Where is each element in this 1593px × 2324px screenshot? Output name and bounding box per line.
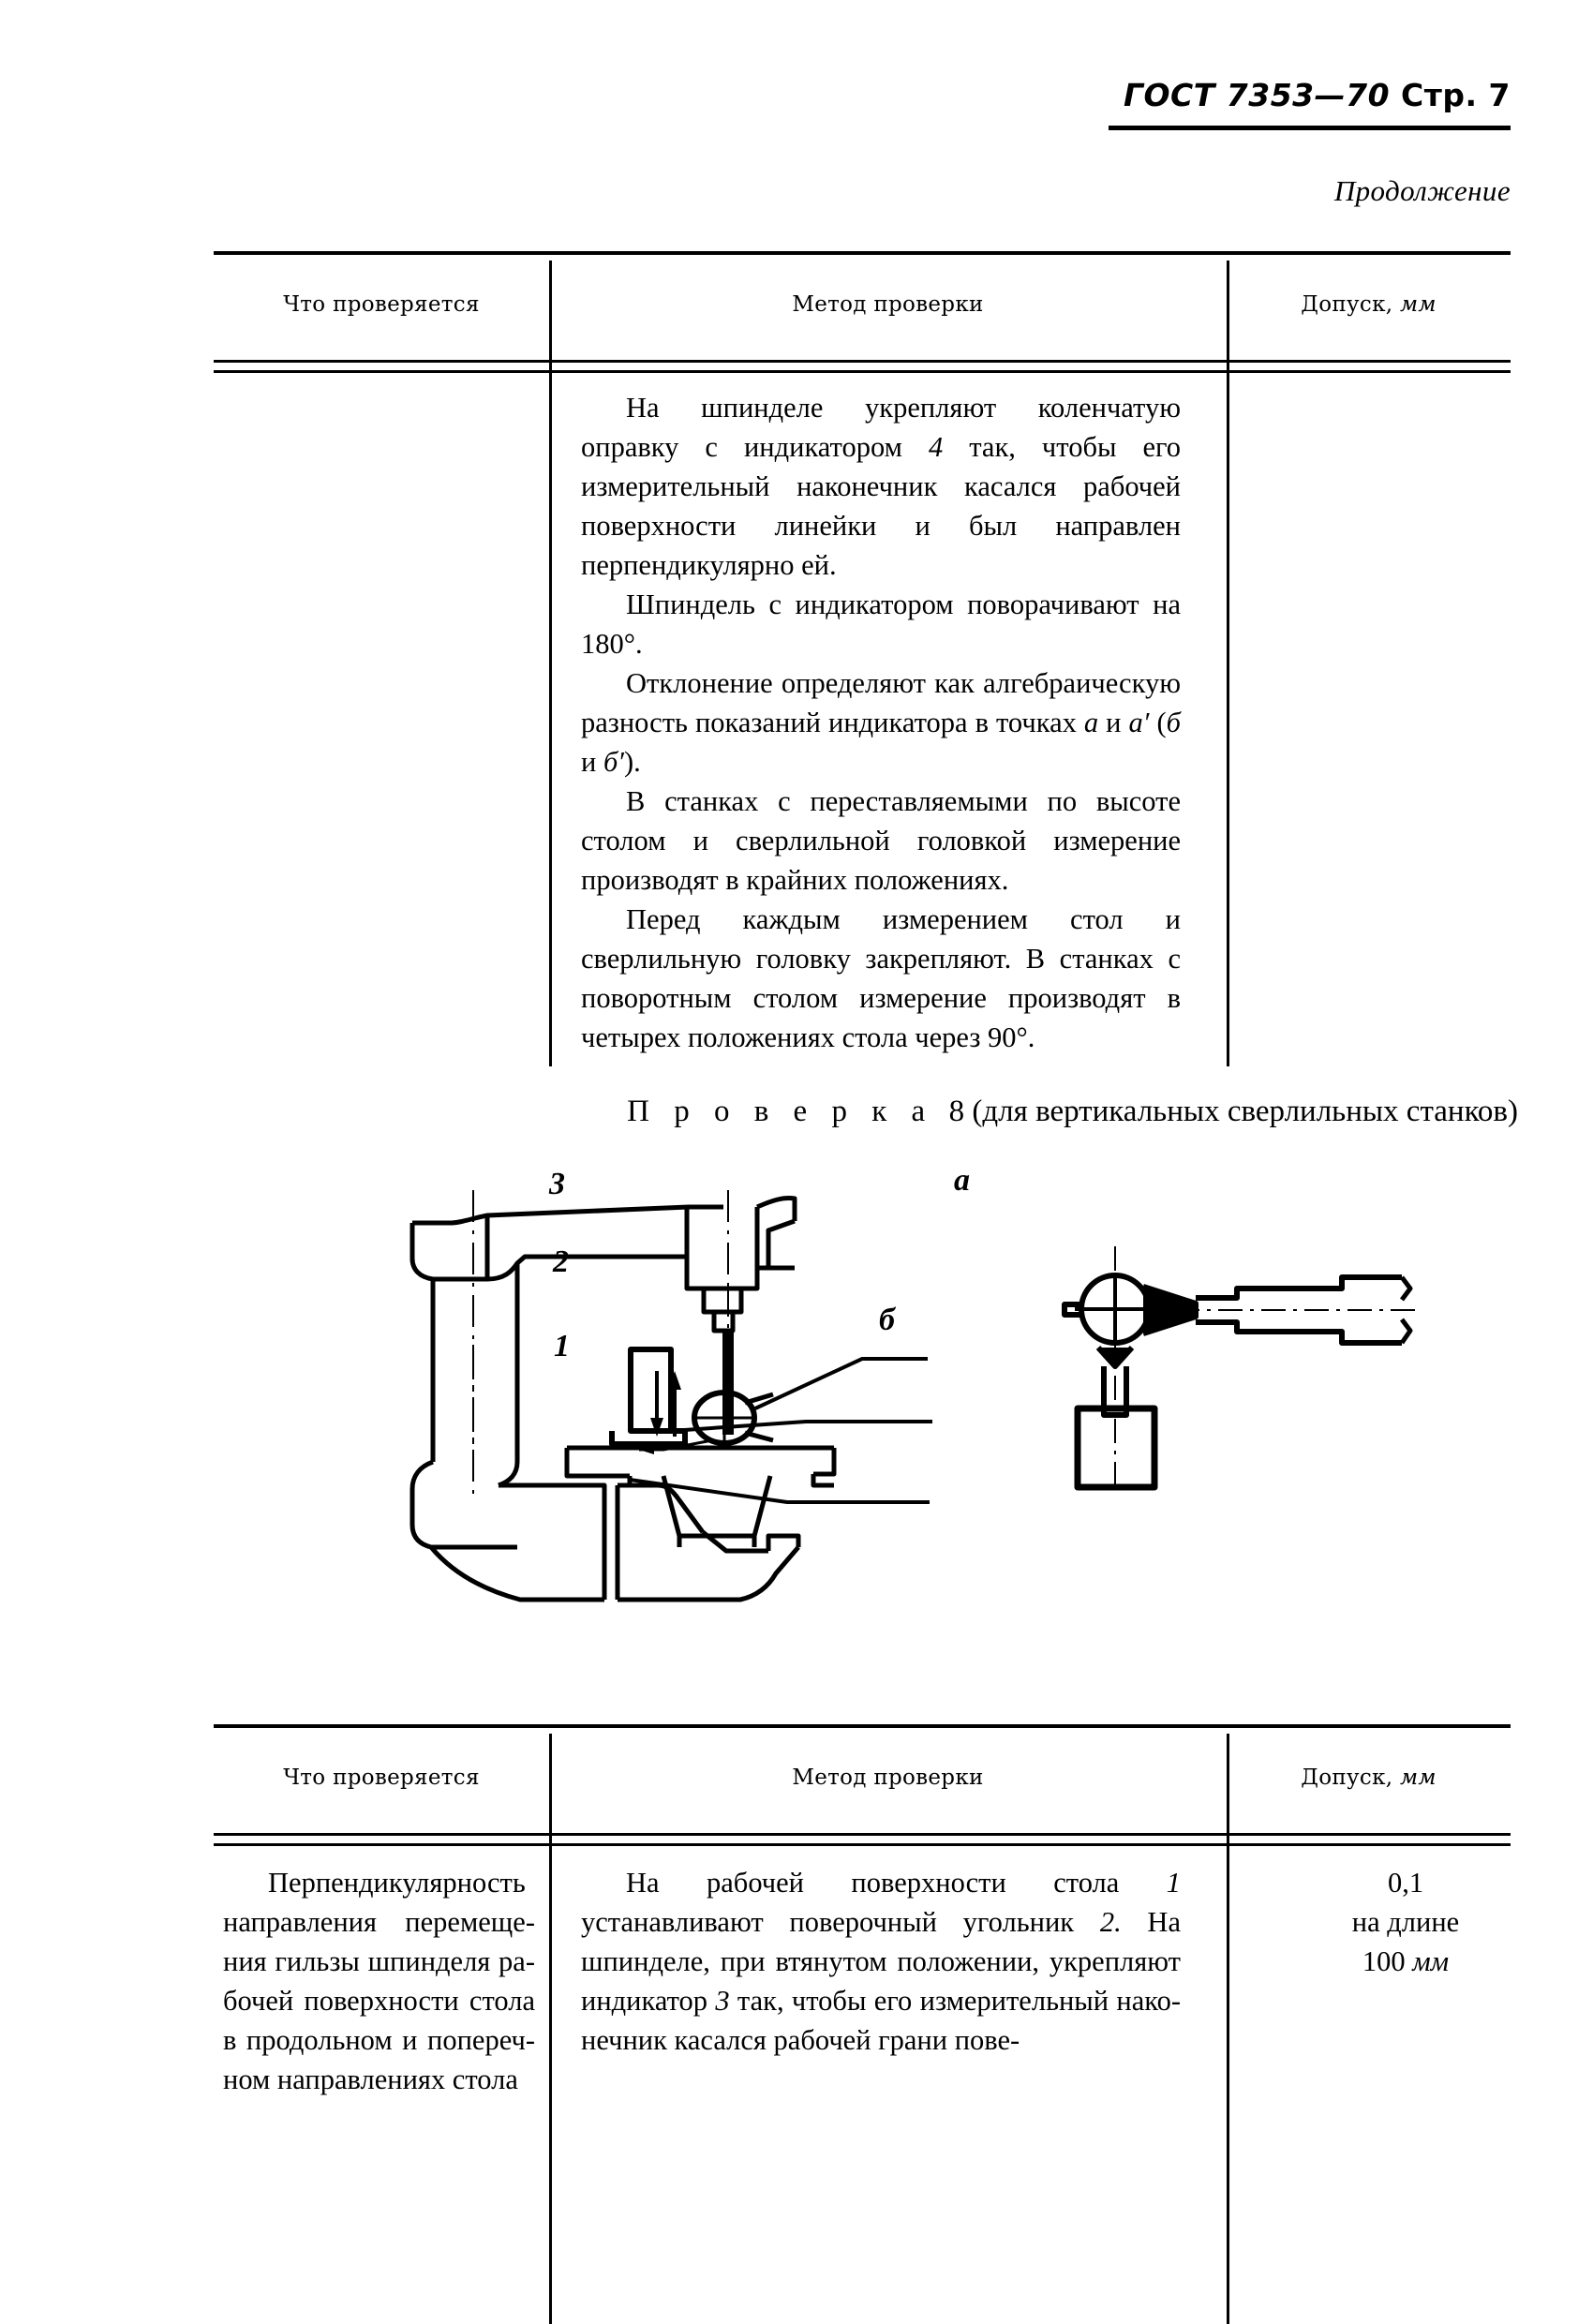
table-bottom-header-divider xyxy=(214,1833,1511,1846)
table-bottom-header-what: Что проверяется xyxy=(283,1765,480,1790)
method-paragraph-3: Отклонение определяют как алге­браическу… xyxy=(581,667,1181,778)
table-bottom-col-divider-2 xyxy=(1227,1734,1229,2324)
method-paragraph-1: На шпинделе укрепляют коленча­тую оправк… xyxy=(581,392,1182,581)
machine-head xyxy=(409,1196,797,1333)
machine-table xyxy=(564,1445,837,1547)
tolerance-length-label: на длине xyxy=(1351,1906,1460,1938)
inset-indicator-diagram xyxy=(1062,1246,1420,1491)
motion-arrows xyxy=(650,1371,681,1437)
tolerance-value: 0,1 xyxy=(1387,1867,1424,1899)
table-bottom-method-cell: На рабочей поверхности стола 1 устанавли… xyxy=(581,1863,1181,2060)
table-bottom-header-tolerance: Допуск, мм xyxy=(1301,1765,1437,1790)
standard-number: ГОСТ 7353—70 xyxy=(1123,77,1391,113)
table-bottom-tolerance-cell: 0,1 на длине 100 мм xyxy=(1279,1863,1532,1981)
table-top-method-cell: На шпинделе укрепляют коленча­тую оправк… xyxy=(581,388,1181,1057)
table-top: Что проверяется Метод проверки Допуск, м… xyxy=(214,251,1511,1066)
section-title: П р о в е р к а 8 (для вертикальных свер… xyxy=(0,1095,1518,1129)
machine-base xyxy=(409,1482,801,1602)
method-paragraph: На рабочей поверхности стола 1 устанавли… xyxy=(581,1867,1181,2056)
tolerance-length-value: 100 мм xyxy=(1362,1945,1450,1977)
section-title-suffix: (для вертикальных сверлильных станков) xyxy=(972,1095,1518,1128)
table-bottom-border xyxy=(214,1724,1511,1728)
table-bottom: Что проверяется Метод проверки Допуск, м… xyxy=(214,1724,1511,2324)
callout-label-1: 1 xyxy=(554,1329,570,1363)
table-bottom-what-cell: Перпендикулярность направления перемеще­… xyxy=(223,1863,535,2099)
callout-leaders xyxy=(629,1357,932,1504)
callout-label-2: 2 xyxy=(553,1244,569,1279)
what-paragraph: Перпендикулярность направления перемеще­… xyxy=(223,1867,535,2095)
callout-label-3: 3 xyxy=(549,1167,565,1201)
table-top-header-what: Что проверяется xyxy=(283,292,480,317)
section-title-number: 8 xyxy=(948,1095,965,1128)
table-top-header-tolerance: Допуск, мм xyxy=(1301,292,1437,317)
table-top-header-method: Метод проверки xyxy=(792,292,984,317)
continuation-label: Продолжение xyxy=(1333,174,1511,207)
section-title-prefix: П р о в е р к а xyxy=(627,1095,934,1128)
table-top-header-divider xyxy=(214,360,1511,373)
table-top-col-divider-2 xyxy=(1227,261,1229,1066)
callout-label-a: а xyxy=(954,1163,970,1198)
table-bottom-col-divider-1 xyxy=(549,1734,552,2324)
page-header: ГОСТ 7353—70 Стр. 7 xyxy=(0,77,1511,113)
table-top-col-divider-1 xyxy=(549,261,552,1066)
dial-indicator xyxy=(639,1390,774,1454)
header-rule xyxy=(1109,126,1511,130)
callout-label-b: б xyxy=(879,1303,895,1337)
method-paragraph-2: Шпиндель с индикатором повора­чивают на … xyxy=(581,588,1181,660)
machine-diagram: 3 2 1 а б xyxy=(394,1163,1443,1701)
table-bottom-header-method: Метод проверки xyxy=(792,1765,984,1790)
method-paragraph-4: В станках с переставляемыми по высоте ст… xyxy=(581,785,1181,896)
page-number: Стр. 7 xyxy=(1401,77,1511,113)
method-paragraph-5: Перед каждым измерением стол и сверлильн… xyxy=(581,903,1181,1053)
table-top-border xyxy=(214,251,1511,255)
